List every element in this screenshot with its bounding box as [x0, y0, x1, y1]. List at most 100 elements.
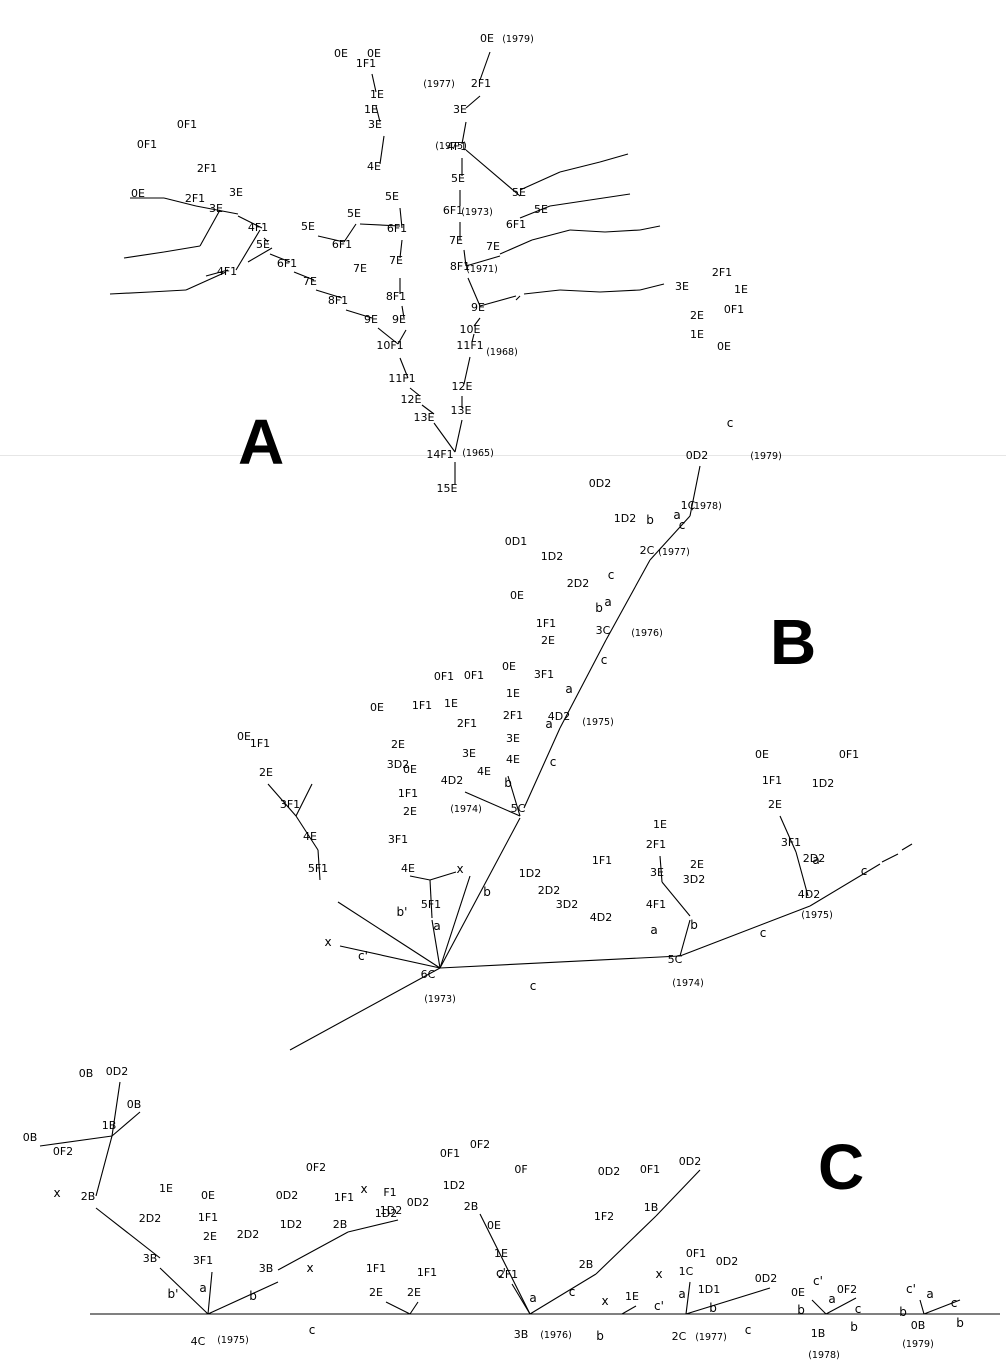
node-label: F1: [383, 1186, 396, 1199]
node-label: 10E: [460, 323, 481, 336]
node-label: 14F1: [426, 448, 453, 461]
branch-segment: [639, 283, 665, 291]
node-label: 0D2: [598, 1165, 620, 1178]
segment-label: a: [812, 853, 819, 867]
node-label: 2E: [690, 858, 704, 871]
node-label: 1F1: [198, 1211, 218, 1224]
segment-label: b: [709, 1301, 717, 1315]
node-label: 2B: [81, 1190, 96, 1203]
node-label: 3E: [229, 186, 243, 199]
node-label: 1D2: [280, 1218, 302, 1231]
node-label: 3F1: [193, 1254, 213, 1267]
year-label: (1971): [466, 264, 498, 275]
segment-label: a: [199, 1281, 206, 1295]
node-label: 3B: [143, 1252, 158, 1265]
branch-segment: [163, 197, 197, 207]
branch-segment: [235, 229, 261, 271]
branch-segment: [511, 1283, 531, 1315]
branch-segment: [639, 225, 661, 231]
node-label: 0F1: [434, 670, 454, 683]
branch-segment: [431, 919, 441, 969]
node-label: 8F1: [450, 260, 470, 273]
node-label: 3F1: [534, 668, 554, 681]
branch-segment: [589, 193, 631, 201]
branch-segment: [263, 237, 269, 243]
node-label: 4E: [506, 753, 520, 766]
node-label: 5C: [668, 953, 683, 966]
node-label: 3D2: [556, 898, 578, 911]
branch-segment: [345, 309, 373, 319]
cut-mark: x: [324, 935, 331, 949]
branch-segment: [465, 149, 521, 197]
node-label: 1F1: [398, 787, 418, 800]
branch-segment: [519, 171, 561, 191]
segment-label: b: [797, 1303, 805, 1317]
branch-segment: [467, 277, 481, 307]
node-label: 6F1: [332, 238, 352, 251]
branch-segment: [621, 1305, 637, 1315]
branch-segment: [523, 727, 561, 809]
node-label: 3E: [462, 747, 476, 760]
node-label: 2D2: [567, 577, 589, 590]
branch-segment: [111, 1081, 121, 1137]
node-label: 5E: [451, 172, 465, 185]
node-label: 0E: [403, 763, 417, 776]
node-label: 5C: [511, 802, 526, 815]
node-label: 1F1: [366, 1262, 386, 1275]
node-label: 1F1: [412, 699, 432, 712]
year-label: (1975): [435, 141, 467, 152]
node-label: 0E: [201, 1189, 215, 1202]
branch-segment: [207, 1271, 213, 1315]
year-label: (1975): [801, 910, 833, 921]
cut-mark: x: [360, 1182, 367, 1196]
branch-segment: [247, 247, 273, 263]
node-label: 2C: [672, 1330, 687, 1343]
segment-label: c: [679, 518, 686, 532]
branch-segment: [421, 404, 435, 415]
node-label: 1E: [625, 1290, 639, 1303]
branch-segment: [471, 333, 475, 343]
branch-segment: [464, 791, 521, 817]
segment-label: a: [545, 717, 552, 731]
branch-segment: [339, 945, 441, 969]
branch-segment: [809, 863, 881, 907]
branch-segment: [559, 289, 601, 293]
node-label: 4F1: [248, 221, 268, 234]
node-label: 9E: [392, 313, 406, 326]
node-label: 2E: [768, 798, 782, 811]
branch-segment: [111, 1111, 141, 1137]
branch-segment: [429, 871, 457, 881]
segment-label: c': [358, 949, 368, 963]
branch-segment: [347, 1219, 399, 1233]
branch-segment: [825, 1297, 857, 1315]
year-label: (1975): [217, 1335, 249, 1346]
node-label: 2E: [407, 1286, 421, 1299]
node-label: 0E: [480, 32, 494, 45]
node-label: 11F1: [456, 339, 483, 352]
node-label: 4D2: [548, 710, 570, 723]
node-label: 4E: [477, 765, 491, 778]
year-label: (1979): [502, 34, 534, 45]
branch-segment: [463, 356, 471, 385]
node-label: 11F1: [388, 372, 415, 385]
branch-segment: [661, 881, 691, 917]
node-label: 4D2: [590, 911, 612, 924]
year-label: (1974): [672, 978, 704, 989]
node-label: 7E: [486, 240, 500, 253]
node-label: 5F1: [308, 862, 328, 875]
node-label: 1B: [102, 1119, 117, 1132]
node-label: 0E: [131, 187, 145, 200]
node-label: 0B: [79, 1067, 94, 1080]
node-label: 1D2: [812, 777, 834, 790]
segment-label: b': [397, 905, 408, 919]
year-label: (1965): [462, 448, 494, 459]
node-label: 2E: [403, 805, 417, 818]
node-label: 0F2: [306, 1161, 326, 1174]
branch-segment: [379, 135, 385, 165]
year-label: (1973): [461, 207, 493, 218]
branch-segment: [399, 207, 403, 229]
node-label: 3B: [514, 1328, 529, 1341]
branch-lines: [39, 51, 1000, 1315]
segment-label: b: [899, 1305, 907, 1319]
